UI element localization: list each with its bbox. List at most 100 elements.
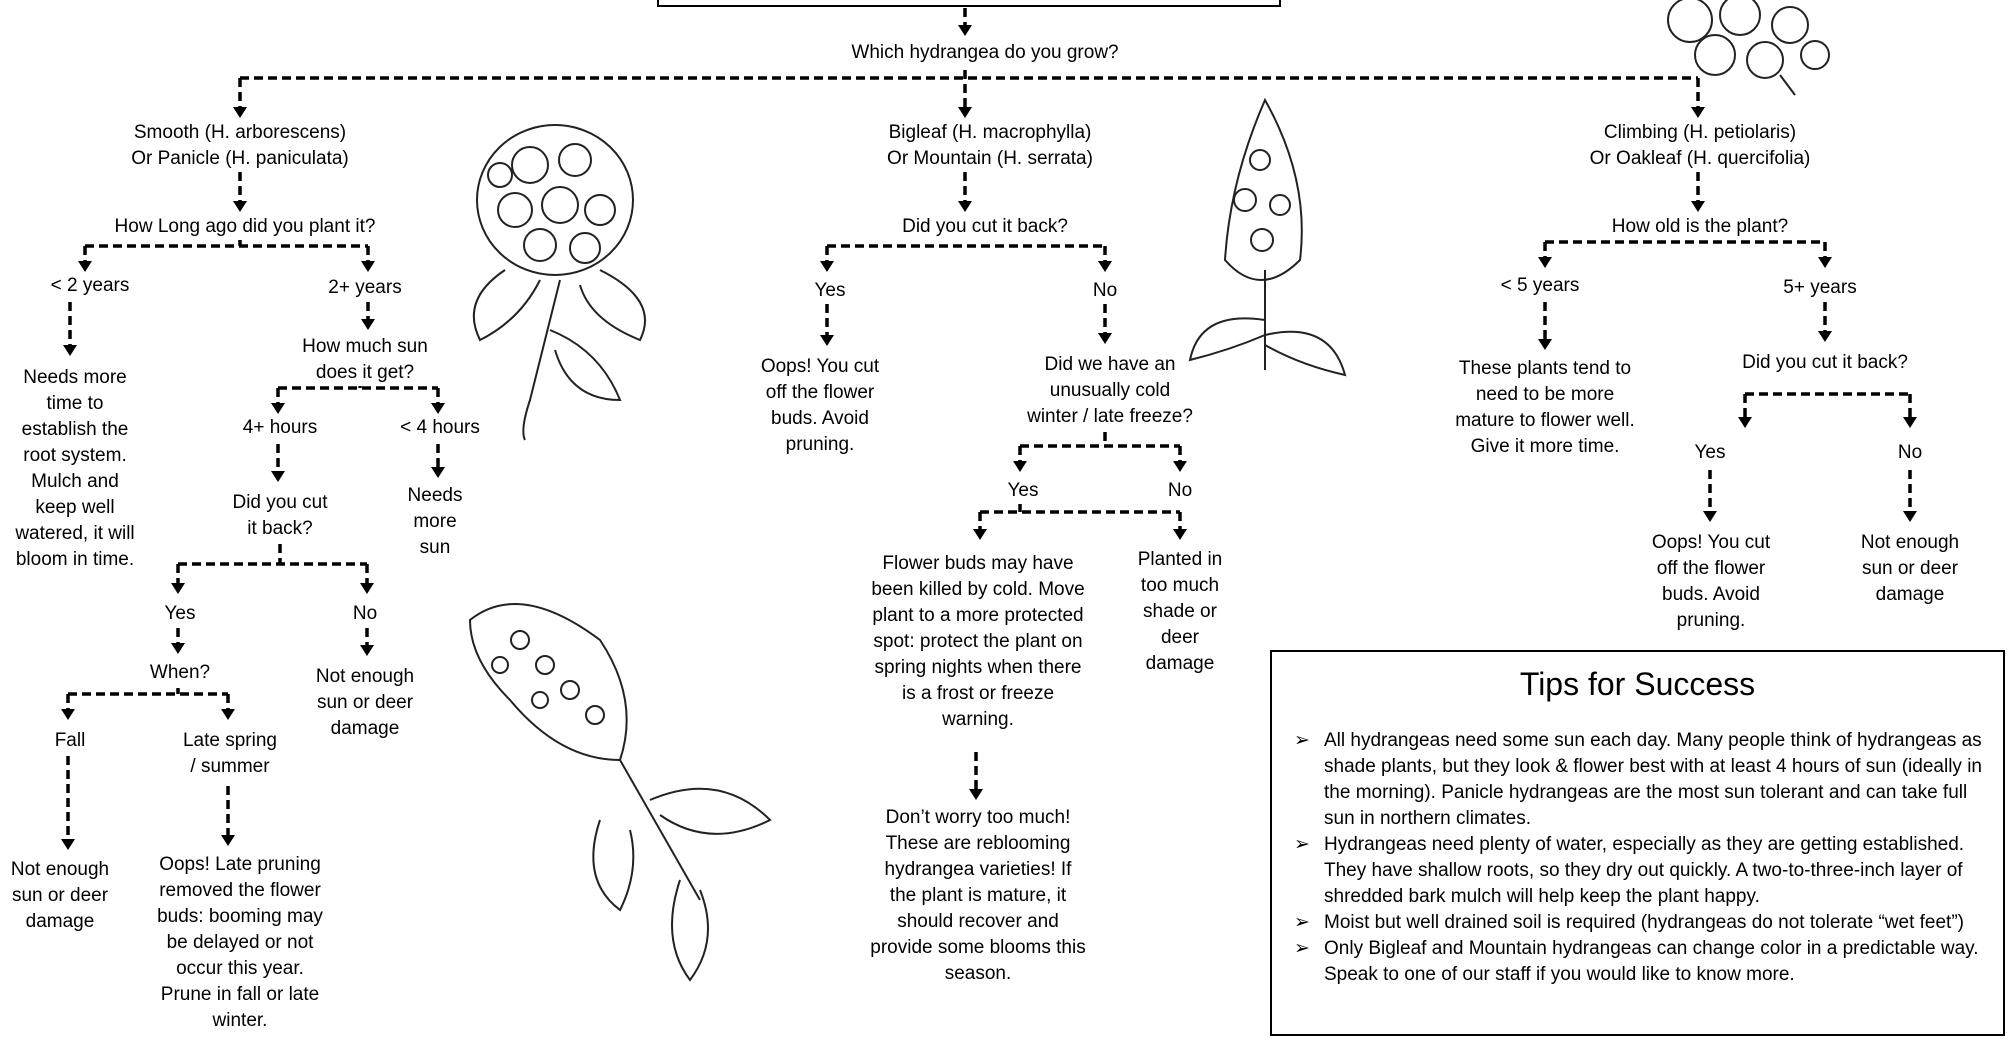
arrowhead-icon — [1098, 333, 1112, 344]
type-line: Smooth (H. arborescens) — [133, 122, 347, 143]
arrowhead-icon — [1538, 257, 1552, 268]
plant-age-question: How old is the plant? — [1611, 216, 1789, 237]
arrowhead-icon — [61, 709, 75, 720]
arrowhead-icon — [431, 467, 445, 478]
root-question: Which hydrangea do you grow? — [851, 42, 1119, 63]
climbing-yes-option: Yes — [1694, 442, 1726, 463]
answer-line: plant to a more protected — [872, 605, 1084, 626]
answer-line: Not enough — [10, 859, 110, 880]
answer-line: need to be more — [1475, 384, 1615, 405]
question-line: Did we have an — [1044, 354, 1176, 375]
question-line: it back? — [247, 518, 313, 539]
type-line: Bigleaf (H. macrophylla) — [888, 122, 1092, 143]
answer-line: Oops! Late pruning — [159, 854, 321, 875]
answer-line: Flower buds may have — [882, 553, 1074, 574]
answer-line: damage — [1875, 584, 1945, 605]
question-line: does it get? — [315, 362, 415, 383]
arrowhead-icon — [233, 107, 247, 118]
tip-text: Only Bigleaf and Mountain hydrangeas can… — [1324, 938, 1979, 985]
question-line: How much sun — [302, 336, 428, 357]
climbing-yes-answer: Oops! You cut off the flower buds. Avoid… — [1636, 530, 1786, 634]
tips-panel: Tips for Success ➢All hydrangeas need so… — [1270, 650, 2005, 1036]
arrow-bullet-icon: ➢ — [1294, 730, 1310, 751]
cold-yes-option: Yes — [1007, 480, 1039, 501]
cold-no-answer: Planted in too much shade or deer damage — [1120, 547, 1240, 677]
cut-no-option: No — [352, 603, 378, 624]
answer-line: Needs — [407, 485, 463, 506]
option-line: / summer — [190, 756, 270, 777]
late-spring-option: Late spring / summer — [160, 728, 300, 780]
answer-line: season. — [944, 963, 1012, 984]
question-line: winter / late freeze? — [1027, 406, 1193, 427]
answer-line: spring nights when there — [874, 657, 1082, 678]
arrowhead-icon — [221, 709, 235, 720]
tips-title: Tips for Success — [1519, 666, 1756, 702]
corner-hydrangea-illustration — [1667, 0, 1830, 96]
arrowhead-icon — [63, 345, 77, 356]
arrowhead-icon — [221, 835, 235, 846]
answer-line: mature to flower well. — [1455, 410, 1635, 431]
panicle-hydrangea-illustration — [468, 603, 772, 982]
answer-line: Not enough — [1860, 532, 1960, 553]
type-line: Or Panicle (H. paniculata) — [131, 148, 349, 169]
tip-item: ➢ Only Bigleaf and Mountain hydrangeas ca… — [1294, 936, 1994, 988]
answer-line: removed the flower — [159, 880, 321, 901]
arrowhead-icon — [1691, 107, 1705, 118]
arrowhead-icon — [61, 839, 75, 850]
arrowhead-icon — [973, 529, 987, 540]
tip-item: ➢Moist but well drained soil is required… — [1294, 910, 1994, 936]
answer-line: warning. — [942, 709, 1014, 730]
arrowhead-icon — [233, 201, 247, 212]
bigleaf-cut-question: Did you cut it back? — [902, 216, 1068, 237]
arrowhead-icon — [820, 261, 834, 272]
answer-line: Planted in — [1137, 549, 1223, 570]
answer-line: Don’t worry too much! — [885, 807, 1071, 828]
mophead-hydrangea-illustration — [472, 124, 646, 441]
question-line: Did you cut — [232, 492, 328, 513]
type-line: Or Mountain (H. serrata) — [887, 148, 1093, 169]
climbing-oakleaf-type: Climbing (H. petiolaris) Or Oakleaf (H. … — [1560, 120, 1840, 172]
bigleaf-yes-option: Yes — [814, 280, 846, 301]
planted-question: How Long ago did you plant it? — [114, 216, 376, 237]
tip-item: ➢Hydrangeas need plenty of water, especi… — [1294, 832, 1994, 910]
arrowhead-icon — [171, 583, 185, 594]
arrowhead-icon — [1538, 339, 1552, 350]
bigleaf-no-option: No — [1092, 280, 1118, 301]
answer-line: deer — [1160, 627, 1200, 648]
sun-lt4-answer: Needs more sun — [395, 483, 475, 561]
late-spring-answer: Oops! Late pruning removed the flower bu… — [140, 852, 340, 1034]
arrow-bullet-icon: ➢ — [1294, 912, 1310, 933]
option-line: Late spring — [182, 730, 277, 751]
answer-line: pruning. — [1676, 610, 1746, 631]
arrowhead-icon — [1903, 511, 1917, 522]
arrow-bullet-icon: ➢ — [1294, 834, 1310, 855]
answer-line: These are reblooming — [885, 833, 1071, 854]
arrowhead-icon — [1738, 417, 1752, 428]
answer-line: hydrangea varieties! If — [884, 859, 1072, 880]
arrowhead-icon — [958, 107, 972, 118]
arrowhead-icon — [171, 643, 185, 654]
answer-line: off the flower — [765, 382, 875, 403]
answer-line: buds. Avoid — [771, 408, 869, 429]
arrowhead-icon — [958, 201, 972, 212]
lt5-years-option: < 5 years — [1500, 275, 1580, 296]
answer-line: buds. Avoid — [1662, 584, 1760, 605]
tips-list: ➢All hydrangeas need some sun each day. … — [1294, 728, 1994, 988]
answer-line: sun or deer — [316, 692, 414, 713]
answer-line: Needs more — [23, 367, 127, 388]
gt5-years-option: 5+ years — [1783, 277, 1857, 298]
arrow-bullet-icon: ➢ — [1294, 938, 1310, 959]
answer-line: provide some blooms this — [870, 937, 1086, 958]
cut-no-answer: Not enough sun or deer damage — [295, 664, 435, 742]
lt2-years-option: < 2 years — [50, 275, 130, 296]
answer-line: sun or deer — [1861, 558, 1959, 579]
answer-line: damage — [330, 718, 400, 739]
sun-question: How much sun does it get? — [280, 334, 450, 386]
answer-line: sun — [419, 537, 451, 558]
answer-line: shade or — [1143, 601, 1217, 622]
arrowhead-icon — [1691, 201, 1705, 212]
oakleaf-hydrangea-illustration — [1188, 97, 1347, 377]
climbing-no-option: No — [1897, 442, 1923, 463]
gt2-years-option: 2+ years — [328, 277, 402, 298]
